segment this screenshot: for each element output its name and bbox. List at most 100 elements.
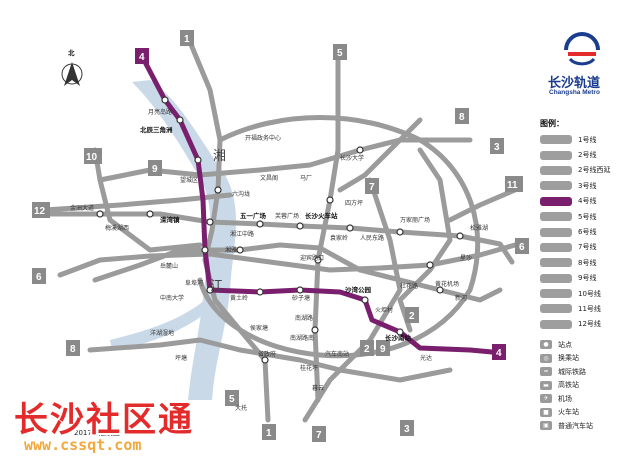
station-marker — [361, 296, 369, 304]
river-label-1: 湘 — [213, 149, 226, 164]
svg-text:8: 8 — [459, 112, 465, 123]
station-label: 黄花机场 — [435, 280, 459, 288]
station-label: 长沙大学 — [340, 154, 364, 162]
line-swatch — [540, 242, 572, 252]
legend-item: 6号线 — [540, 224, 636, 239]
station-label: 望城区 — [180, 176, 198, 184]
station-marker — [161, 96, 169, 104]
legend-item: 5号线 — [540, 209, 636, 224]
line-swatch — [540, 289, 572, 299]
station-label: 侯家塘 — [250, 324, 268, 332]
line-6 — [57, 242, 518, 278]
svg-text:5: 5 — [337, 48, 343, 59]
river-branch — [110, 300, 210, 350]
station-marker — [426, 261, 434, 269]
station-label: 松雅湖 — [470, 224, 488, 232]
station-label: 五一广场 — [240, 211, 267, 220]
station-label: 中南大学 — [160, 294, 184, 302]
edition-note: 2017年版制图 — [74, 429, 120, 437]
svg-text:7: 7 — [369, 182, 375, 193]
badge-line-6-east: 6 — [515, 238, 529, 254]
station-label: 万家丽广场 — [400, 216, 430, 224]
badge-line-9-south: 9 — [376, 340, 390, 356]
interchange-icon: ◎ — [540, 353, 552, 363]
line-11 — [447, 187, 518, 223]
legend-lines: 1号线 2号线 2号线西延 3号线 4号线 5号线 6号线 7号线 8号线 9号… — [540, 132, 636, 332]
station-label: 桂花坪 — [300, 364, 318, 372]
legend-item: 2号线西延 — [540, 163, 636, 178]
station-marker — [96, 210, 104, 218]
station-label: 湘雅 — [225, 246, 237, 254]
station-label: 沙湾公园 — [345, 285, 372, 294]
svg-text:1: 1 — [266, 428, 272, 439]
svg-text:12: 12 — [34, 206, 46, 217]
station-label: 黄土岭 — [230, 294, 248, 302]
station-label: 文昌阁 — [260, 174, 278, 182]
airport-icon: ✈ — [540, 394, 552, 404]
river-label-2: 江 — [210, 279, 223, 294]
station-marker — [256, 288, 264, 296]
station-label: 迎宾路口 — [300, 254, 324, 262]
station-label: 月亮岛路 — [148, 108, 172, 116]
line-swatch — [540, 273, 572, 283]
badge-line-1-south: 1 — [262, 424, 276, 440]
station-label: 岳麓山 — [160, 262, 178, 270]
station-marker — [396, 228, 404, 236]
badge-line-4-south: 4 — [492, 344, 506, 360]
legend-item: 3号线 — [540, 178, 636, 193]
legend-item: ═城际铁路 — [540, 365, 636, 379]
badge-line-2-east: 2 — [405, 307, 419, 323]
station-label: 人民东路 — [360, 234, 384, 242]
station-marker — [146, 210, 154, 218]
badge-line-3-south: 3 — [400, 420, 414, 436]
station-label: 四方坪 — [345, 199, 363, 207]
line-swatch — [540, 227, 572, 237]
station-label: 阜埠河 — [185, 279, 203, 287]
line-1 — [187, 39, 271, 423]
line-ring — [197, 115, 481, 359]
station-label: 新河 — [455, 294, 467, 302]
line-8-south — [87, 337, 453, 383]
station-label: 芙蓉广场 — [275, 212, 299, 220]
svg-text:1: 1 — [184, 34, 190, 45]
badge-line-5-north: 5 — [333, 44, 347, 60]
station-labels: 月亮岛路 北辰三角洲 开福政务中心 六沟垅 溁湾镇 五一广场 芙蓉广场 长沙火车… — [70, 108, 488, 412]
station-label: 砂子塘 — [292, 294, 310, 302]
badge-line-6-west: 6 — [32, 268, 46, 284]
badge-line-7: 7 — [365, 178, 379, 194]
line-7 — [302, 177, 403, 423]
bus-station-icon: ▣ — [540, 421, 552, 431]
station-label: 南湖路南 — [290, 334, 314, 342]
compass: 北 — [61, 48, 83, 86]
badge-line-5-south: 5 — [225, 390, 239, 406]
station-marker — [194, 156, 202, 164]
station-marker — [206, 218, 214, 226]
line-swatch — [540, 319, 572, 329]
station-marker — [176, 116, 184, 124]
legend-item: 8号线 — [540, 255, 636, 270]
svg-text:6: 6 — [36, 272, 42, 283]
svg-text:4: 4 — [139, 52, 145, 63]
badge-line-2-south: 2 — [360, 340, 374, 356]
station-marker — [261, 356, 269, 364]
badge-line-4-north: 4 — [135, 48, 149, 64]
svg-text:3: 3 — [494, 142, 500, 153]
line-swatch — [540, 212, 572, 222]
station-label: 长沙火车站 — [305, 211, 338, 220]
line-9 — [397, 147, 453, 333]
station-label: 北辰三角洲 — [140, 125, 173, 134]
compass-label: 北 — [68, 48, 75, 57]
station-label: 六沟垅 — [232, 190, 250, 198]
brand-name: 长沙轨道 — [548, 75, 601, 90]
line-4 — [142, 59, 495, 355]
legend-item: 4号线 — [540, 194, 636, 209]
station-label: 金洲大道 — [70, 204, 94, 212]
line-swatch — [540, 258, 572, 268]
watermark: 长沙社区通 www.cssqt.com — [14, 392, 194, 454]
station-label: 长沙南站 — [385, 333, 412, 342]
svg-text:10: 10 — [86, 152, 98, 163]
line-swatch — [540, 196, 572, 206]
line-swatch — [540, 150, 572, 160]
svg-text:3: 3 — [404, 424, 410, 435]
